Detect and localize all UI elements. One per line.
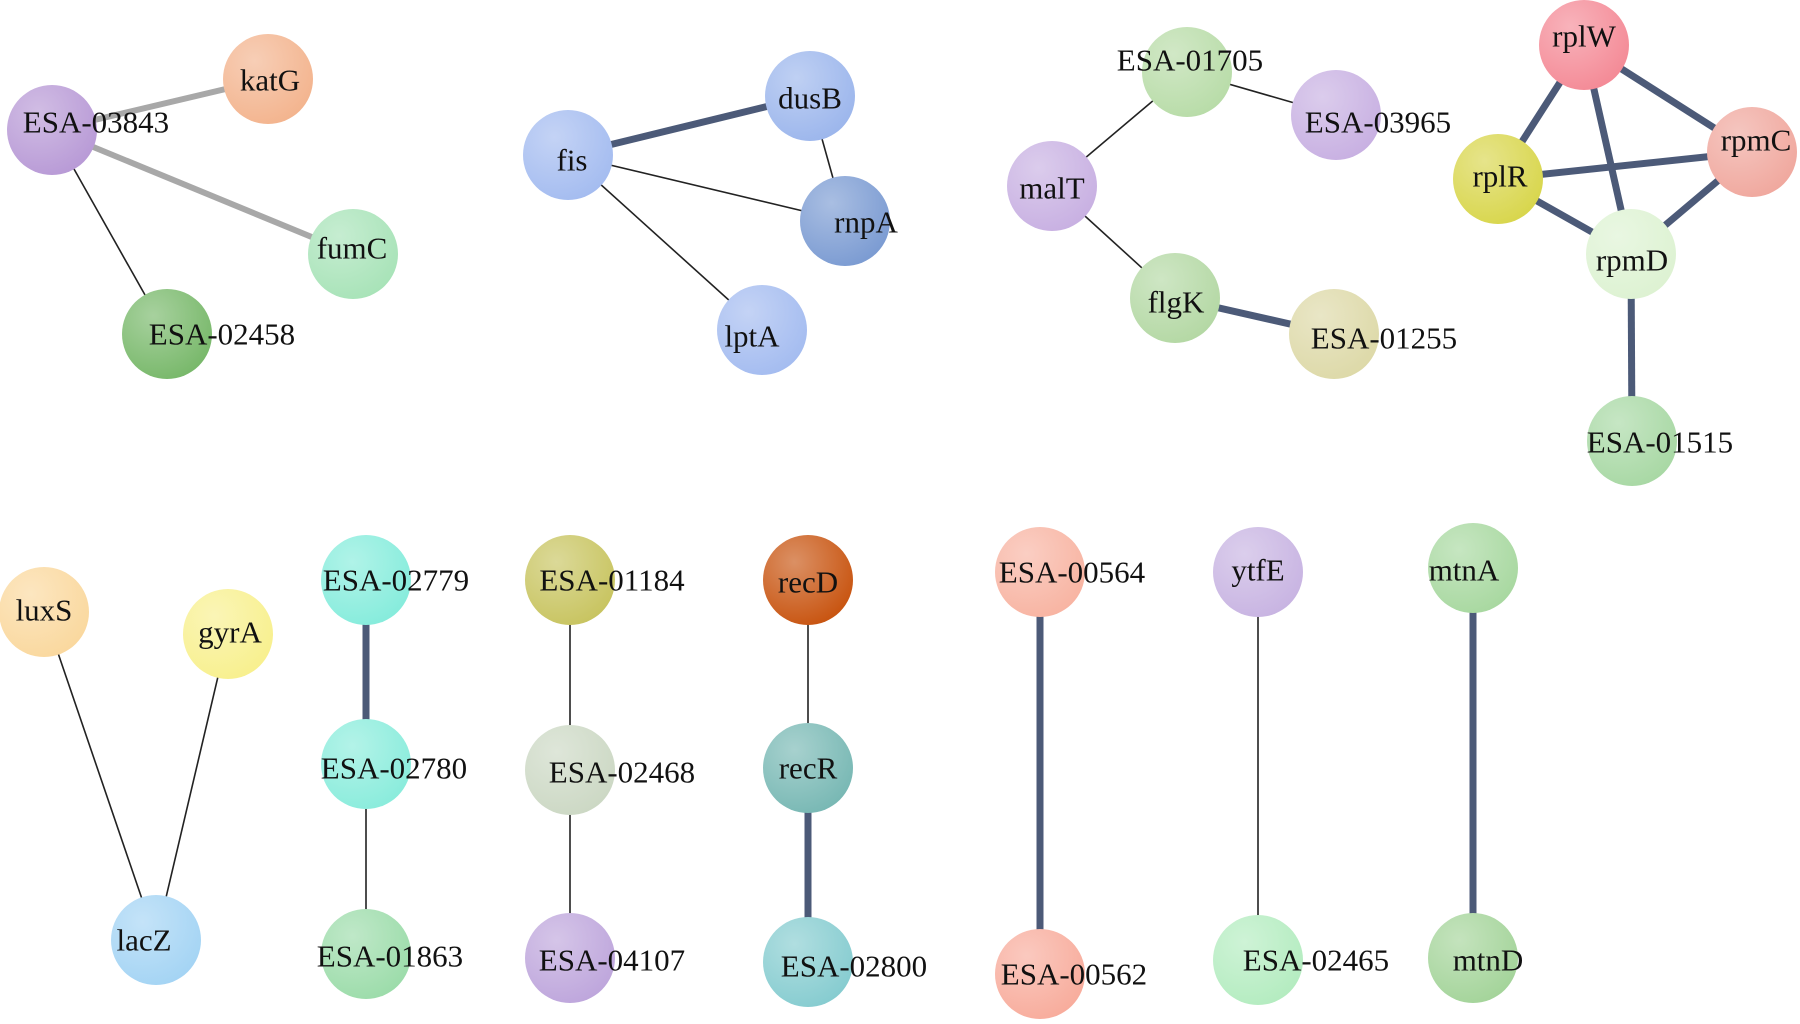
node-label-lpta: lptA: [724, 319, 780, 354]
node-mtna[interactable]: [1428, 523, 1518, 613]
node-label-fumc: fumC: [317, 231, 388, 266]
node-esa-02465[interactable]: [1213, 915, 1303, 1005]
node-label-mtnd: mtnD: [1453, 943, 1524, 978]
node-esa-04107[interactable]: [525, 913, 615, 1003]
node-label-esa-00564: ESA-00564: [999, 555, 1146, 590]
node-luxs[interactable]: [0, 567, 89, 657]
node-label-esa-01863: ESA-01863: [317, 939, 463, 974]
node-katg[interactable]: [223, 34, 313, 124]
node-label-rplw: rplW: [1552, 19, 1616, 54]
node-label-dusb: dusB: [778, 81, 842, 116]
node-label-rpmd: rpmD: [1596, 243, 1668, 278]
node-label-rpmc: rpmC: [1721, 123, 1792, 158]
node-rnpa[interactable]: [800, 176, 890, 266]
node-esa-03965[interactable]: [1291, 70, 1381, 160]
node-label-rplr: rplR: [1472, 159, 1527, 194]
node-label-esa-04107: ESA-04107: [539, 943, 685, 978]
edge-fis-rnpa: [567, 154, 846, 222]
edge-esa-03843-fumc: [50, 127, 355, 257]
node-rpmc[interactable]: [1707, 107, 1797, 197]
node-recr[interactable]: [763, 723, 853, 813]
node-label-esa-01515: ESA-01515: [1587, 425, 1733, 460]
node-label-rnpa: rnpA: [834, 205, 898, 240]
node-recd[interactable]: [763, 535, 853, 625]
node-esa-02779[interactable]: [321, 535, 411, 625]
node-label-mtna: mtnA: [1429, 553, 1500, 588]
node-label-malt: malT: [1019, 171, 1084, 206]
node-rplw[interactable]: [1539, 0, 1629, 90]
node-label-esa-02780: ESA-02780: [321, 751, 467, 786]
node-fis[interactable]: [523, 110, 613, 200]
node-esa-00562[interactable]: [995, 929, 1085, 1019]
labels-layer: ESA-03843 katG fumC ESA-02458 dusB fis rnpA lpt…: [16, 19, 1792, 992]
node-label-recd: recD: [778, 565, 838, 600]
node-esa-01184[interactable]: [525, 535, 615, 625]
node-label-luxs: luxS: [16, 593, 73, 628]
node-label-fis: fis: [557, 143, 588, 178]
node-label-gyra: gyrA: [198, 615, 262, 650]
node-gyra[interactable]: [183, 589, 273, 679]
node-label-esa-01705: ESA-01705: [1117, 43, 1263, 78]
node-label-esa-03843: ESA-03843: [23, 105, 169, 140]
node-label-esa-02468: ESA-02468: [549, 755, 695, 790]
edge-gyra-lacz: [155, 633, 229, 941]
edge-luxs-lacz: [43, 611, 157, 941]
node-flgk[interactable]: [1130, 253, 1220, 343]
node-lacz[interactable]: [111, 895, 201, 985]
node-fumc[interactable]: [308, 209, 398, 299]
node-esa-02458[interactable]: [122, 289, 212, 379]
node-label-esa-00562: ESA-00562: [1001, 957, 1147, 992]
node-label-lacz: lacZ: [116, 923, 171, 958]
node-dusb[interactable]: [765, 51, 855, 141]
node-esa-01863[interactable]: [321, 909, 411, 999]
node-label-flgk: flgK: [1148, 285, 1205, 320]
node-esa-01705[interactable]: [1142, 27, 1232, 117]
node-label-esa-02800: ESA-02800: [781, 949, 927, 984]
node-rpmd[interactable]: [1586, 209, 1676, 299]
node-esa-03843[interactable]: [7, 85, 97, 175]
node-label-esa-02458: ESA-02458: [149, 317, 295, 352]
node-esa-02780[interactable]: [321, 719, 411, 809]
node-label-esa-02779: ESA-02779: [323, 563, 469, 598]
node-label-esa-01184: ESA-01184: [539, 563, 685, 598]
node-lpta[interactable]: [717, 285, 807, 375]
node-label-esa-01255: ESA-01255: [1311, 321, 1457, 356]
node-esa-01255[interactable]: [1289, 289, 1379, 379]
node-malt[interactable]: [1007, 141, 1097, 231]
node-mtnd[interactable]: [1428, 913, 1518, 1003]
node-ytfe[interactable]: [1213, 527, 1303, 617]
node-label-esa-02465: ESA-02465: [1243, 943, 1389, 978]
node-esa-02800[interactable]: [763, 917, 853, 1007]
node-label-ytfe: ytfE: [1231, 553, 1284, 588]
node-esa-02468[interactable]: [525, 725, 615, 815]
node-esa-00564[interactable]: [995, 527, 1085, 617]
node-esa-01515[interactable]: [1587, 396, 1677, 486]
node-label-recr: recR: [779, 751, 838, 786]
node-rplr[interactable]: [1453, 134, 1543, 224]
node-label-katg: katG: [240, 63, 300, 98]
node-label-esa-03965: ESA-03965: [1305, 105, 1451, 140]
